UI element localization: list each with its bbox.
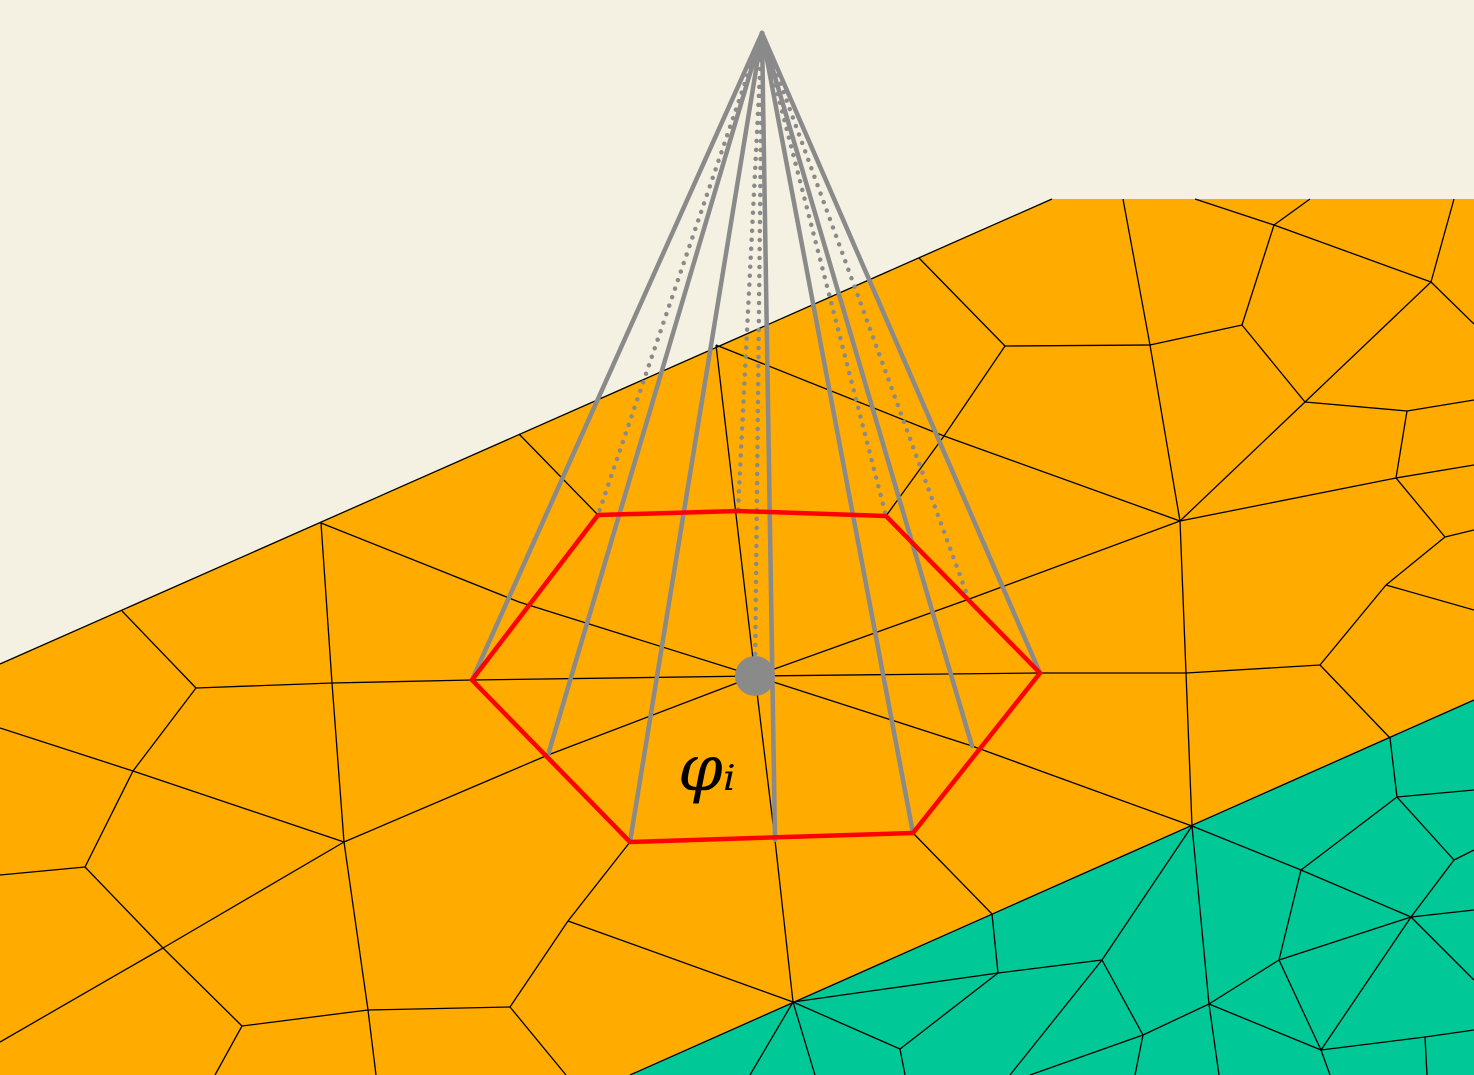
phi-i-label: φᵢ (678, 732, 736, 806)
mesh-edges (0, 198, 1474, 1075)
center-node (735, 656, 775, 696)
pyramid-solid-lines (469, 30, 1043, 845)
upper-mesh-region (0, 199, 1474, 1075)
pyramid-dotted-lines (595, 30, 969, 679)
support-polygon (469, 508, 1043, 845)
phi-i-label-text: φᵢ (678, 732, 736, 806)
